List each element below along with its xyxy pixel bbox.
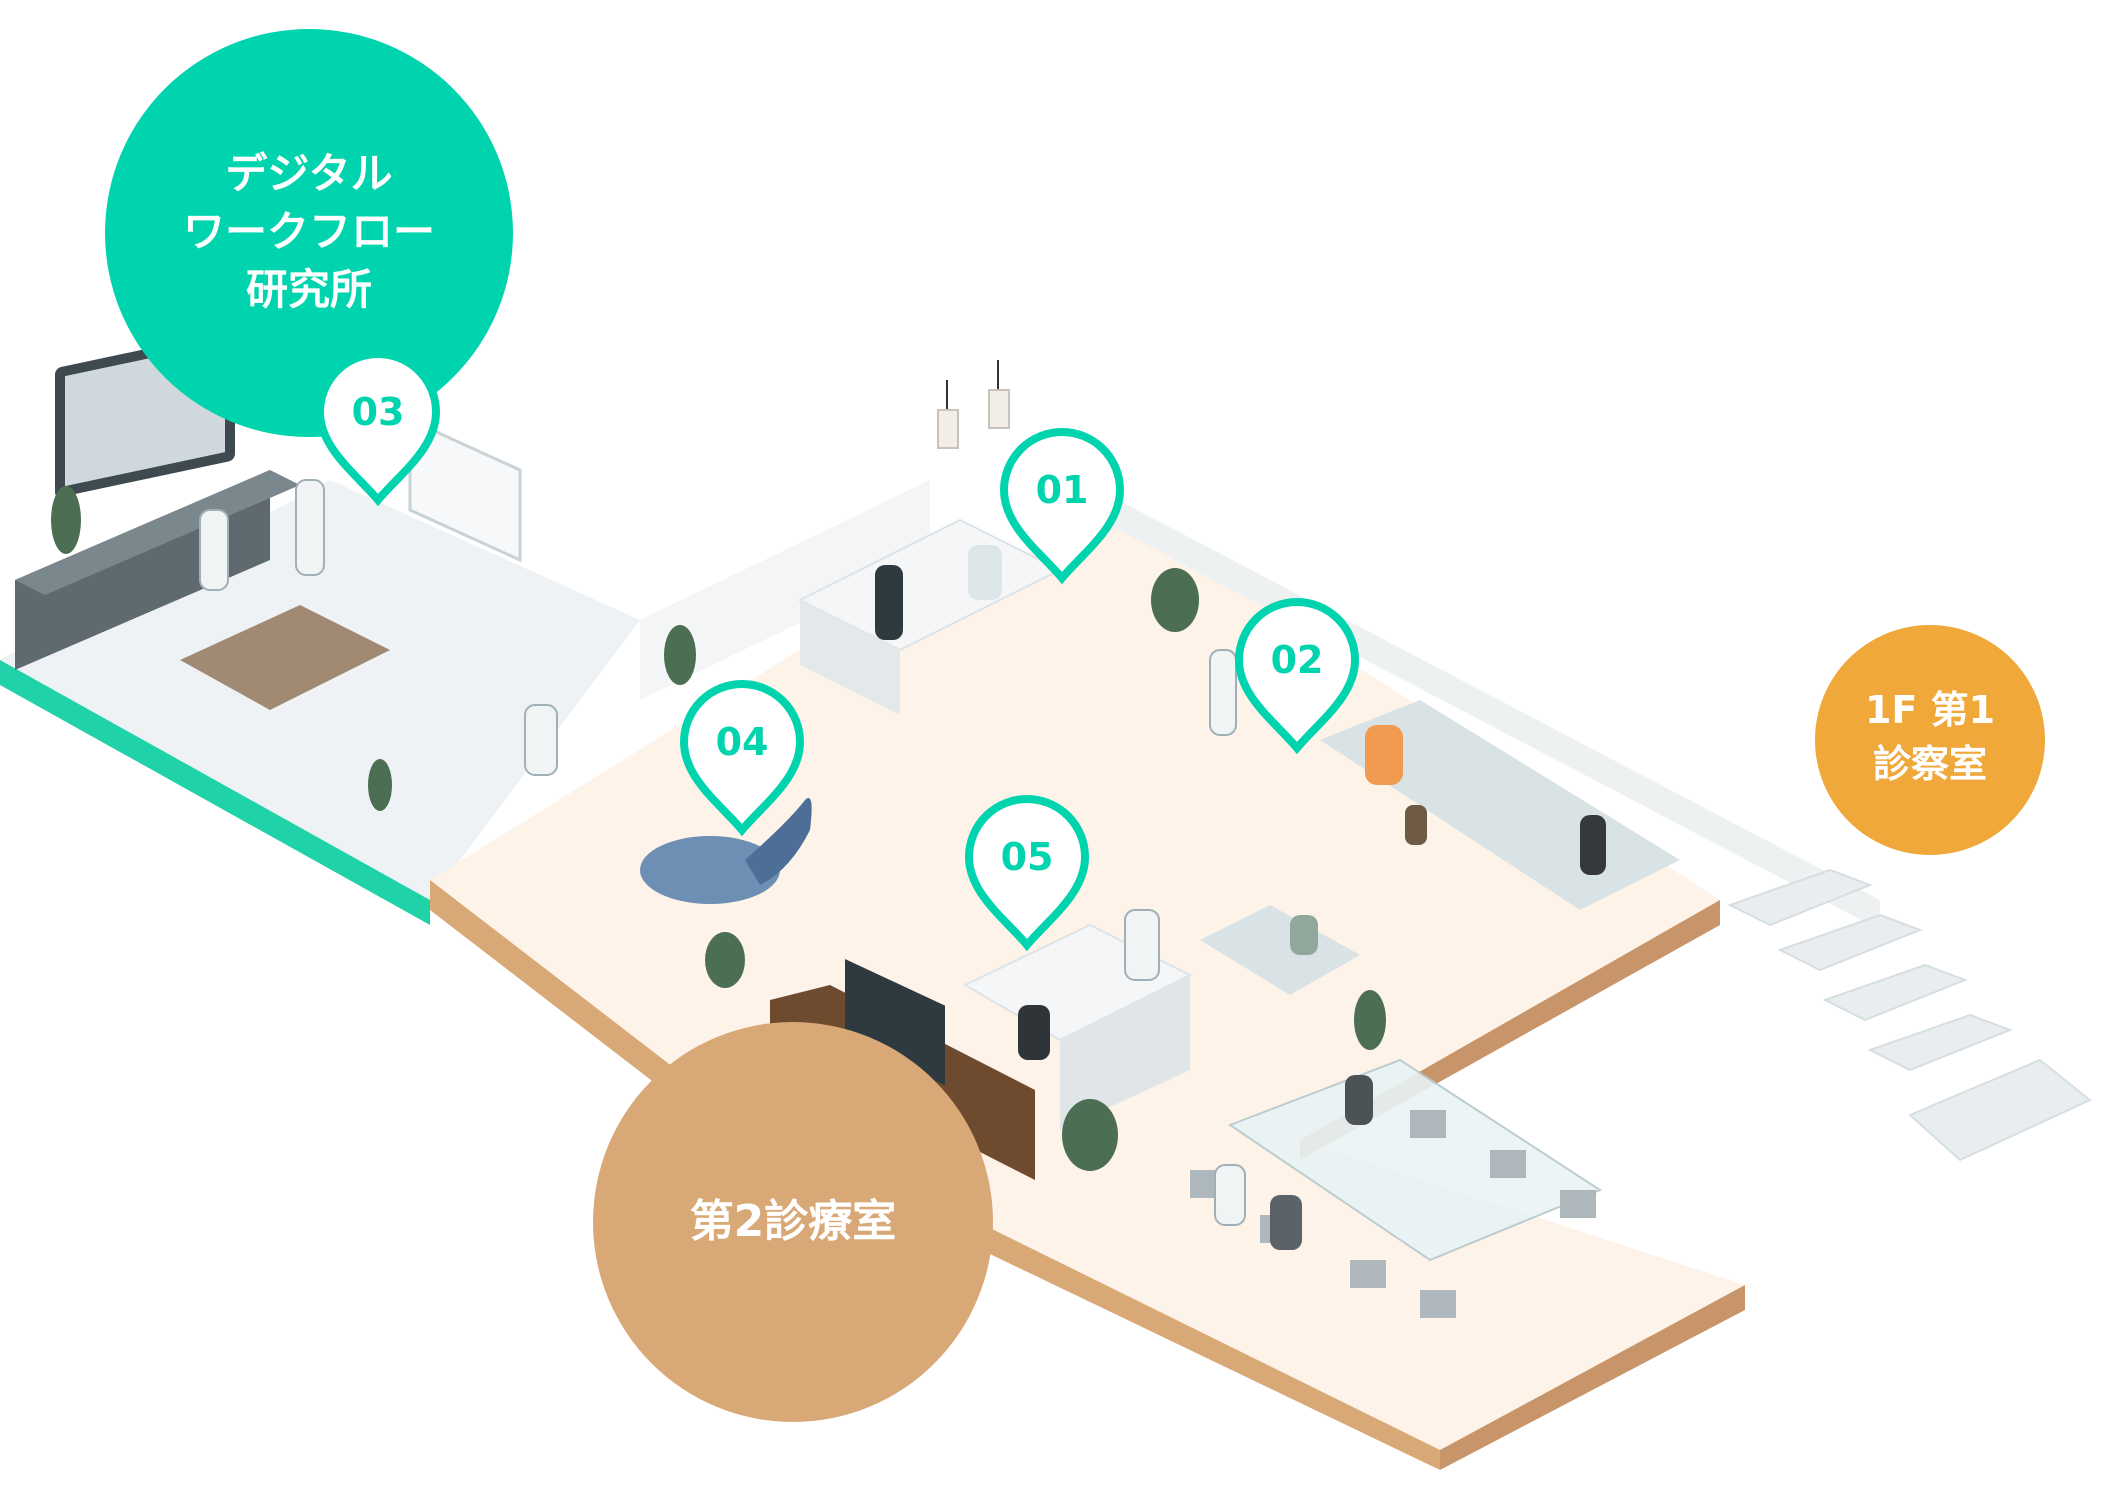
location-pin-01[interactable]: 01 — [999, 428, 1125, 585]
main-floor-edge-right — [1440, 1285, 1745, 1470]
whiteboard — [408, 417, 522, 563]
location-pin-03[interactable]: 03 — [315, 350, 441, 507]
pendant-lights — [937, 360, 1010, 449]
area-second-circle[interactable]: 第2診療室 — [593, 1022, 993, 1422]
area-first-line-2: 診察室 — [1873, 742, 1987, 786]
lab-floor-edge — [0, 660, 430, 925]
pin-04-shape — [679, 680, 805, 837]
area-second-line-1: 第2診療室 — [690, 1196, 897, 1247]
pin-01-label: 01 — [1036, 468, 1089, 512]
back-wall — [640, 480, 930, 700]
people — [199, 479, 1606, 1250]
area-lab-line-3: 研究所 — [246, 265, 372, 314]
pin-01-shape — [999, 428, 1125, 585]
right-wall — [1080, 480, 1880, 930]
plants — [51, 486, 1386, 1171]
reception-desk-front — [800, 600, 900, 715]
dental-chair-back — [745, 798, 812, 885]
location-pin-02[interactable]: 02 — [1234, 598, 1360, 755]
stairs — [1727, 868, 2092, 1162]
pin-03-shape — [315, 350, 441, 507]
dental-chair — [640, 836, 780, 904]
tv-screen — [845, 959, 945, 1086]
location-pin-05[interactable]: 05 — [964, 795, 1090, 952]
counsel-desk-front — [1060, 975, 1190, 1130]
pin-03-label: 03 — [352, 390, 405, 434]
sofa-middle — [1200, 905, 1360, 995]
area-first-circle[interactable]: 1F 第1 診察室 — [1815, 625, 2045, 855]
pin-04-label: 04 — [716, 720, 769, 764]
area-first-line-1: 1F 第1 — [1865, 688, 1995, 732]
pin-02-shape — [1234, 598, 1360, 755]
pin-05-shape — [964, 795, 1090, 952]
area-lab-line-2: ワークフロー — [183, 207, 435, 256]
pin-02-label: 02 — [1271, 638, 1324, 682]
lab-table — [180, 605, 390, 710]
location-pin-04[interactable]: 04 — [679, 680, 805, 837]
pin-05-label: 05 — [1001, 835, 1054, 879]
main-floor-edge-left — [430, 880, 690, 1110]
meeting-table — [1227, 1058, 1603, 1262]
furniture — [15, 331, 1680, 1318]
lab-shelf-top — [15, 470, 300, 595]
area-lab-line-1: デジタル — [225, 149, 392, 198]
area-lab-circle[interactable]: デジタル ワークフロー 研究所 — [105, 29, 513, 437]
